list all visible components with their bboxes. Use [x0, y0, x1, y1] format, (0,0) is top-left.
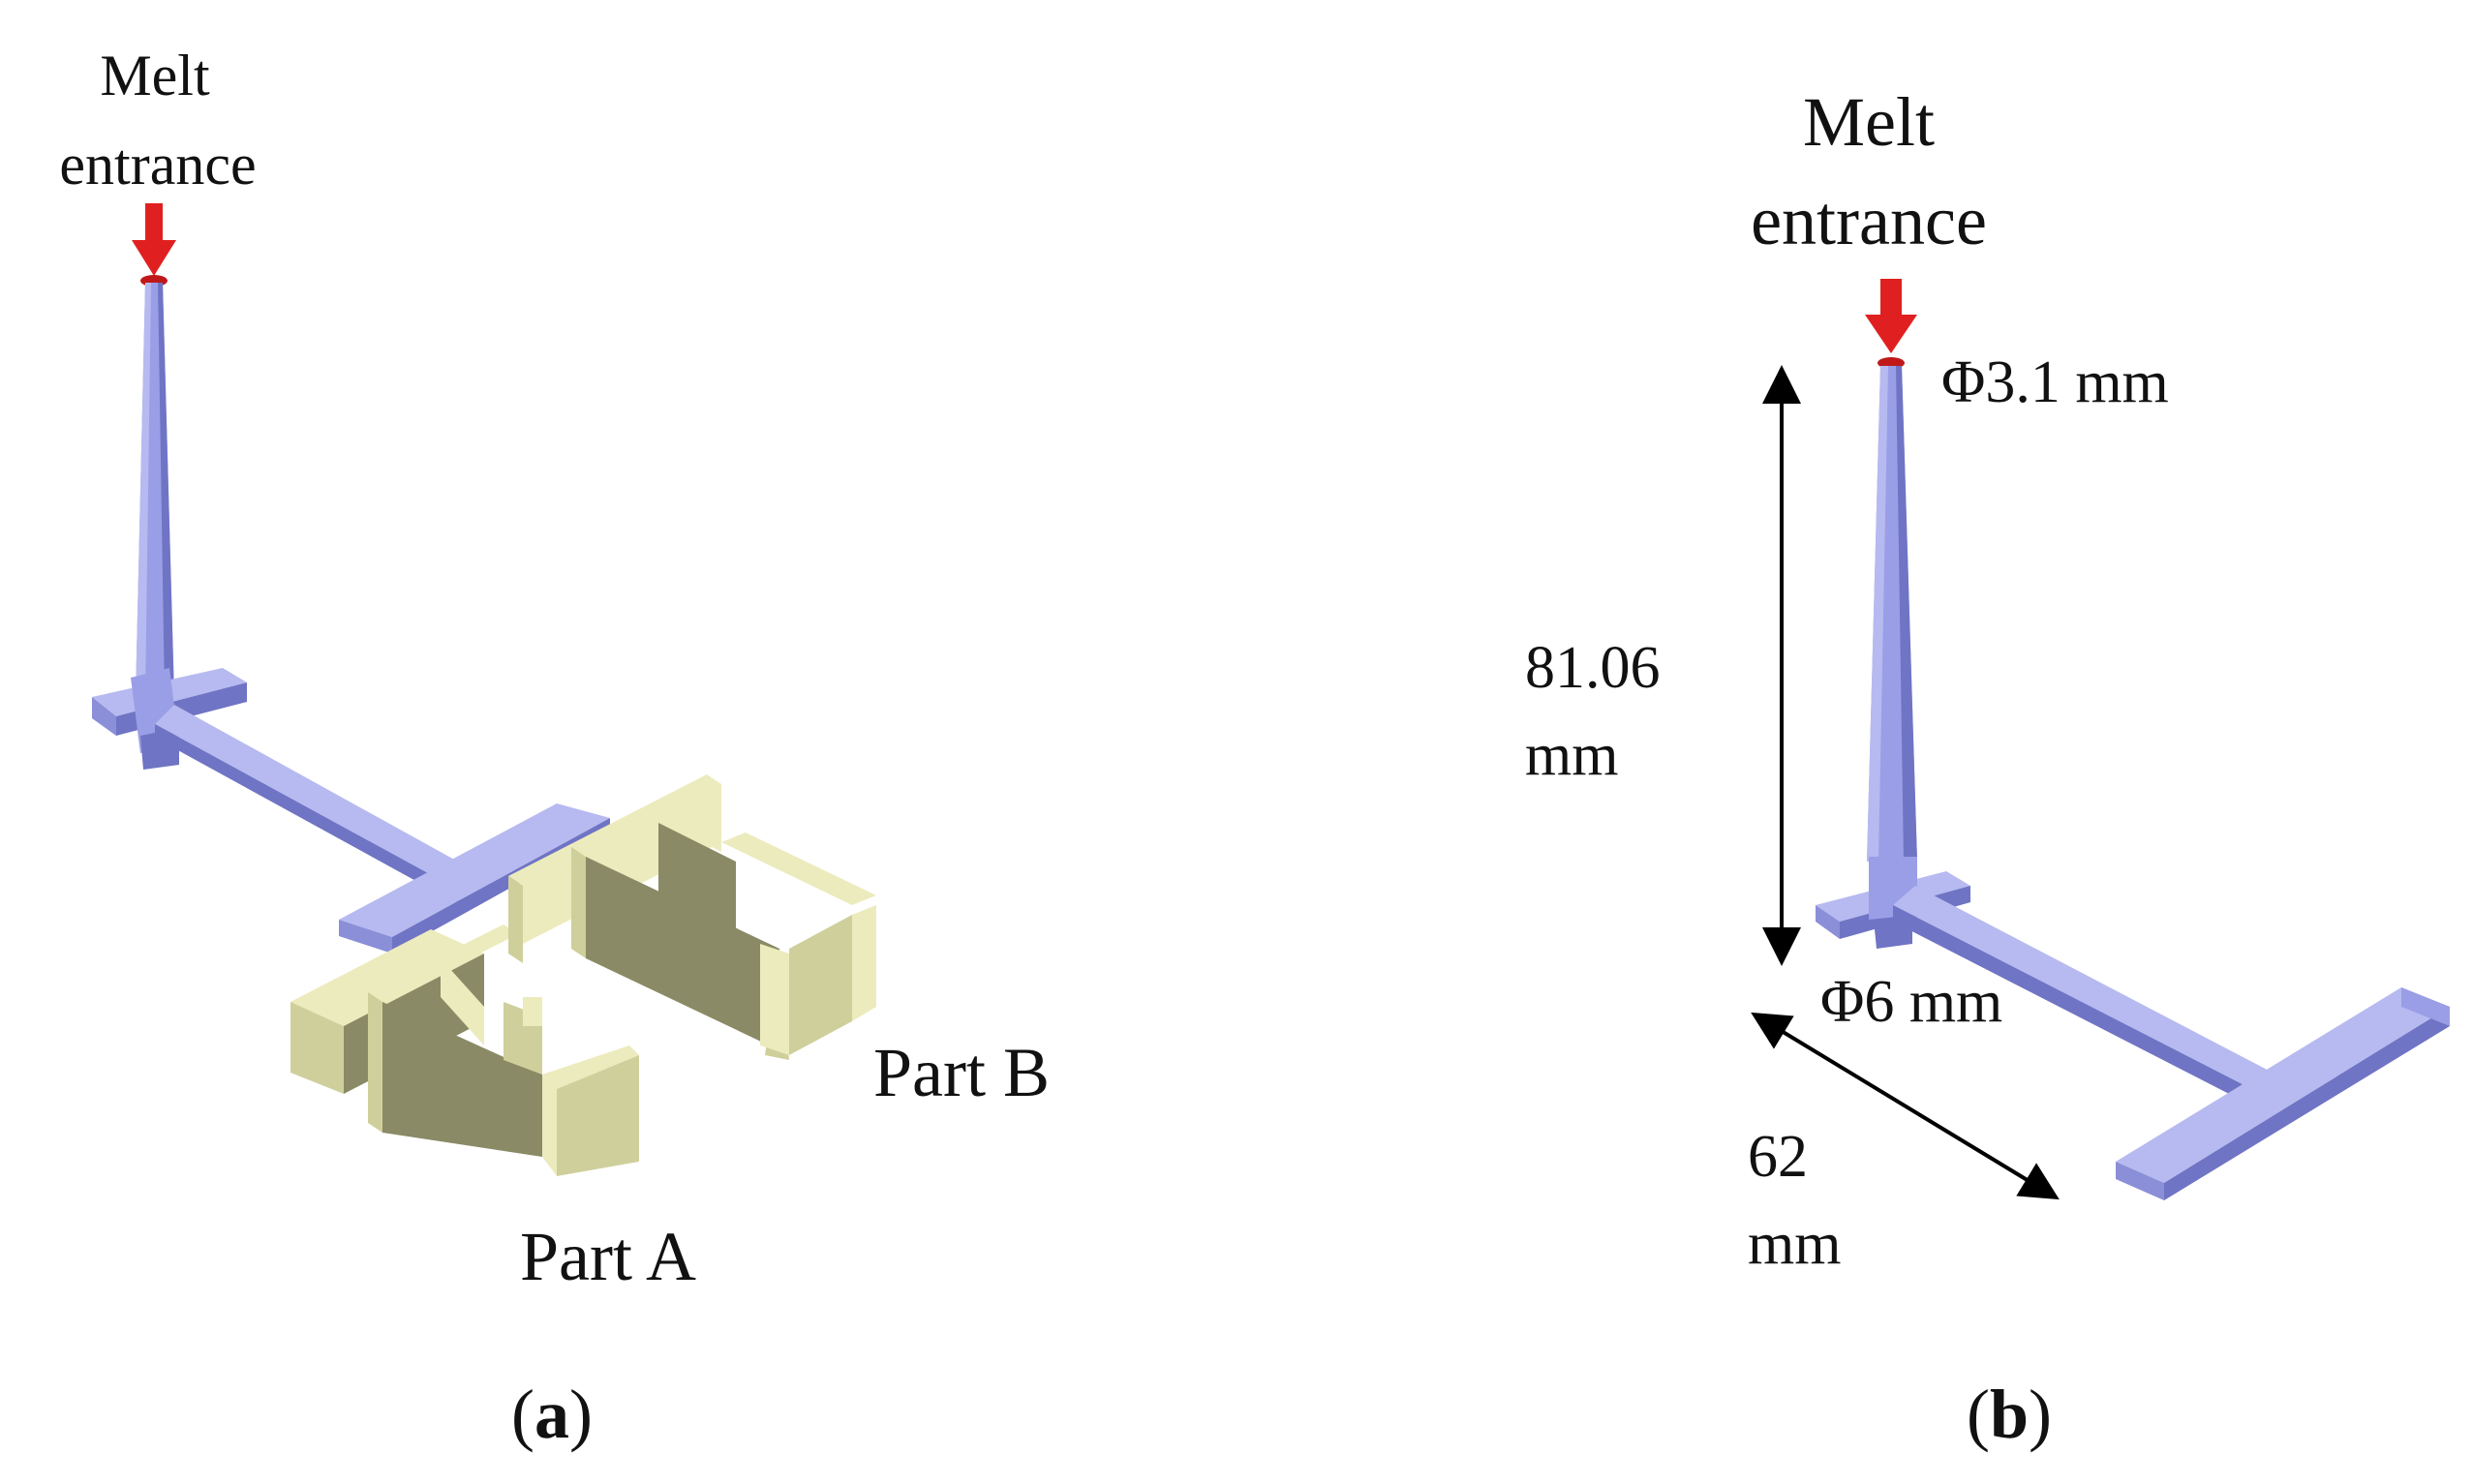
part-b-model [508, 774, 876, 1060]
panel-a: Melt entrance [59, 44, 1050, 1453]
caption-b-open: ( [1967, 1376, 1990, 1453]
caption-b-close: ) [2029, 1376, 2052, 1453]
height-unit-label: mm [1525, 722, 1618, 788]
melt-entrance-label-b-line2: entrance [1751, 182, 1987, 259]
length-unit-label: mm [1748, 1211, 1841, 1277]
base-diameter-label: Φ6 mm [1820, 969, 2002, 1035]
melt-inlet-arrow-a [132, 203, 176, 287]
caption-b: (b) [1967, 1376, 2052, 1453]
melt-entrance-label-a-line1: Melt [100, 44, 210, 107]
part-a-label: Part A [520, 1218, 696, 1295]
melt-entrance-label-b-line1: Melt [1803, 83, 1935, 161]
length-dimension-arrow [1751, 1012, 2060, 1200]
runner-a [155, 705, 484, 905]
runner-b [1893, 886, 2295, 1115]
gate-bar-a [339, 803, 610, 954]
sprue-b [1867, 366, 1917, 862]
caption-a-close: ) [569, 1376, 593, 1453]
panel-b: Melt entrance [1525, 83, 2450, 1453]
part-a-model [290, 924, 639, 1176]
length-value-label: 62 [1748, 1124, 1808, 1190]
caption-a: (a) [511, 1376, 593, 1453]
caption-a-letter: a [534, 1376, 569, 1453]
gate-bar-b [2116, 987, 2450, 1200]
top-diameter-label: Φ3.1 mm [1941, 349, 2169, 415]
melt-inlet-arrow-b [1865, 279, 1917, 369]
melt-entrance-label-a-line2: entrance [59, 133, 256, 197]
caption-a-open: ( [511, 1376, 534, 1453]
caption-b-letter: b [1990, 1376, 2029, 1453]
part-b-label: Part B [873, 1034, 1050, 1111]
height-value-label: 81.06 [1525, 635, 1661, 701]
sprue-a [136, 283, 174, 697]
